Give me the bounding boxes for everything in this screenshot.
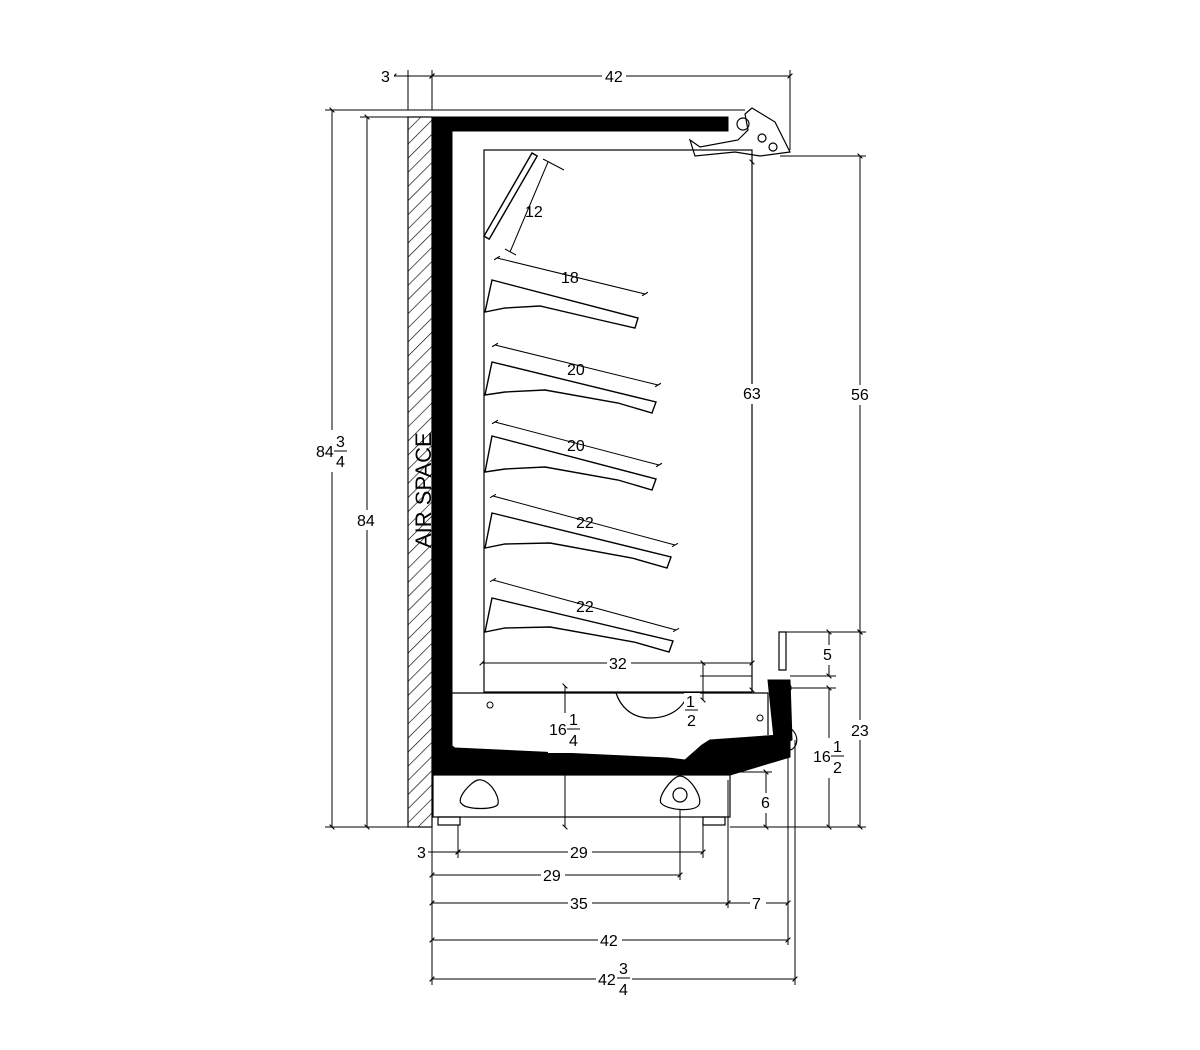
product-shelves: 12 18 20 20 22 22	[483, 152, 680, 653]
dim-opening-height: 56	[851, 387, 869, 404]
dim-top-width: 42	[605, 69, 623, 86]
dim-overall-height-whole: 84	[316, 444, 334, 461]
dim-front-projection: 7	[752, 896, 761, 913]
dim-overall-depth-1: 42	[600, 933, 618, 950]
dim-deck-height-num: 1	[569, 712, 578, 729]
dim-base-depth: 35	[570, 896, 588, 913]
dim-top-left-gap: 3	[381, 69, 390, 86]
shelf-label-3: 20	[567, 362, 585, 379]
dimension-lines	[325, 70, 866, 985]
dim-leg-span-1: 29	[570, 845, 588, 862]
shelf-label-5: 22	[576, 515, 594, 532]
dimension-labels: 3 42 84 3 4 84 63 56 23 5 16 1 2 16 1 4 …	[315, 66, 873, 1000]
dim-bottom-left-gap: 3	[417, 845, 426, 862]
dim-display-height: 63	[743, 386, 761, 403]
shelf-label-4: 20	[567, 438, 585, 455]
dim-kick-height: 6	[761, 795, 770, 812]
dim-front-sill-num: 1	[833, 739, 842, 756]
dim-overall-height-num: 3	[336, 434, 345, 451]
air-space-label: AIR SPACE	[411, 432, 436, 548]
shelf-label-6: 22	[576, 599, 594, 616]
shelf-label-2: 18	[561, 270, 579, 287]
dim-bumper-height: 5	[823, 647, 832, 664]
dim-overall-depth-2-num: 3	[619, 961, 628, 978]
dim-front-sill-den: 2	[833, 760, 842, 777]
dim-deck-height-whole: 16	[549, 722, 567, 739]
dim-deck-height-den: 4	[569, 733, 578, 750]
air-space-wall: AIR SPACE	[407, 116, 436, 828]
dim-inner-height: 84	[357, 513, 375, 530]
dim-half-den: 2	[687, 713, 696, 730]
shelf-label-1: 12	[525, 204, 543, 221]
dim-front-sill-whole: 16	[813, 749, 831, 766]
dim-half-num: 1	[686, 694, 695, 711]
dim-overall-depth-2-whole: 42	[598, 972, 616, 989]
dim-deck-depth: 32	[609, 656, 627, 673]
dim-overall-height-den: 4	[336, 454, 345, 471]
dim-leg-span-2: 29	[543, 868, 561, 885]
dim-lower-height: 23	[851, 723, 869, 740]
dim-overall-depth-2-den: 4	[619, 982, 628, 999]
